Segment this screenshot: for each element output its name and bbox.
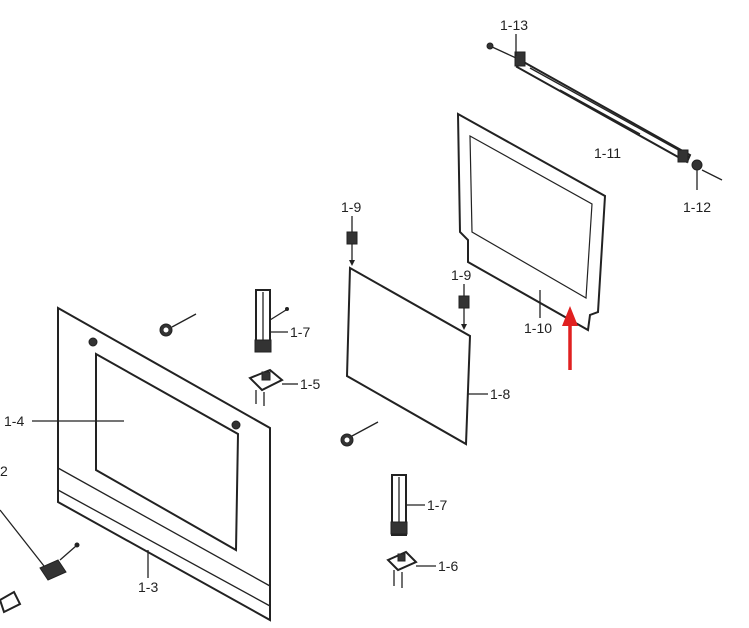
screw-1-12 (691, 159, 723, 190)
screw-middle (340, 421, 379, 447)
label-1-11: 1-11 (594, 145, 621, 161)
label-1-9-right: 1-9 (451, 267, 471, 283)
label-1-4: 1-4 (4, 413, 24, 429)
clip-1-9-right (458, 284, 470, 330)
middle-glass-panel-1-8 (345, 266, 488, 446)
outer-door-1-3 (32, 306, 271, 622)
bracket-1-6 (386, 550, 436, 588)
red-pointer-arrow (562, 306, 578, 370)
handle-bracket-2 (0, 509, 80, 581)
hinge-1-7-lower (390, 474, 425, 536)
label-1-8: 1-8 (490, 386, 510, 402)
label-1-12: 1-12 (683, 199, 711, 215)
hinge-1-7-upper (254, 289, 289, 353)
bracket-1-5 (248, 368, 298, 406)
label-1-3: 1-3 (138, 579, 158, 595)
screw-upper (159, 313, 197, 337)
label-1-13: 1-13 (500, 17, 528, 33)
handle-end-cap (0, 590, 22, 614)
label-1-7-upper: 1-7 (290, 324, 310, 340)
label-1-5: 1-5 (300, 376, 320, 392)
label-1-9-left: 1-9 (341, 199, 361, 215)
label-1-10: 1-10 (524, 320, 552, 336)
screw-1-13 (486, 34, 517, 59)
clip-1-9-left (346, 216, 358, 266)
top-trim-strip-1-11 (514, 51, 692, 164)
inner-door-frame-1-10 (456, 112, 607, 332)
label-1-7-lower: 1-7 (427, 497, 447, 513)
label-1-2-partial: 2 (0, 463, 8, 479)
label-1-6: 1-6 (438, 558, 458, 574)
